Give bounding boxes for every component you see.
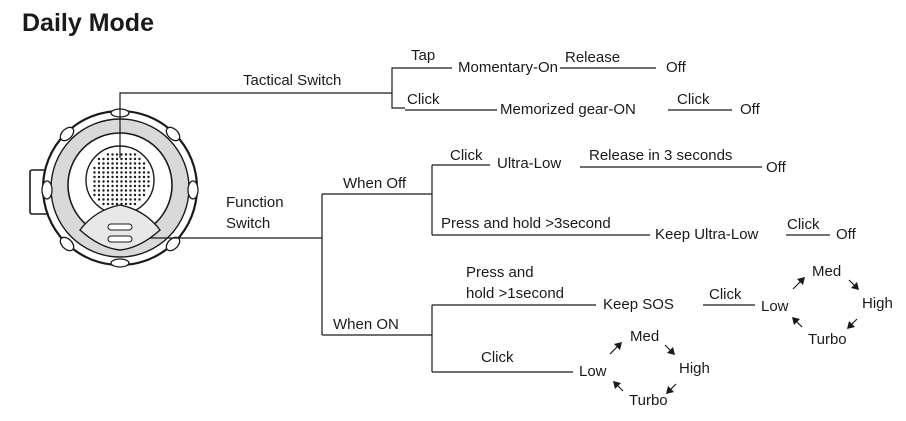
cycle-a-turbo: Turbo <box>808 331 847 348</box>
release-label: Release <box>565 49 620 66</box>
press-hold-1s-line2: hold >1second <box>466 285 564 302</box>
mode-cycle-click: Low Med High Turbo <box>579 328 710 409</box>
keep-ultra-low-label: Keep Ultra-Low <box>655 226 759 243</box>
press-hold-3s-label: Press and hold >3second <box>441 215 611 232</box>
cycle-a-med: Med <box>812 263 841 280</box>
off-label-3: Off <box>766 159 787 176</box>
when-off-label: When Off <box>343 175 407 192</box>
tactical-switch-label: Tactical Switch <box>243 72 341 89</box>
release-3s-label: Release in 3 seconds <box>589 147 732 164</box>
cycle-a-low: Low <box>761 298 789 315</box>
click-label-when-off: Click <box>450 147 483 164</box>
click-label-memorized: Click <box>677 91 710 108</box>
mode-cycle-sos: Low Med High Turbo <box>761 263 893 348</box>
click-label-when-on: Click <box>481 349 514 366</box>
off-label-1: Off <box>666 59 687 76</box>
ultra-low-label: Ultra-Low <box>497 155 561 172</box>
cycle-b-arrows <box>609 342 677 394</box>
cycle-a-high: High <box>862 295 893 312</box>
tactical-switch-branch: Tactical Switch Tap Momentary-On Release… <box>119 47 761 158</box>
page-title: Daily Mode <box>22 9 154 37</box>
memorized-gear-label: Memorized gear-ON <box>500 101 636 118</box>
cycle-a-arrows <box>792 277 859 329</box>
cycle-b-high: High <box>679 360 710 377</box>
tap-label: Tap <box>411 47 435 64</box>
function-label-line1: Function <box>226 194 284 211</box>
cycle-b-turbo: Turbo <box>629 392 668 409</box>
function-label-line2: Switch <box>226 215 270 232</box>
off-label-2: Off <box>740 101 761 118</box>
cycle-b-med: Med <box>630 328 659 345</box>
press-hold-1s-line1: Press and <box>466 264 534 281</box>
when-on-label: When ON <box>333 316 399 333</box>
click-label-sos: Click <box>709 286 742 303</box>
function-switch-branch: Function Switch When Off When ON Click U… <box>150 147 857 373</box>
off-label-4: Off <box>836 226 857 243</box>
keep-sos-label: Keep SOS <box>603 296 674 313</box>
click-label-keep: Click <box>787 216 820 233</box>
momentary-on-label: Momentary-On <box>458 59 558 76</box>
cycle-b-low: Low <box>579 363 607 380</box>
flashlight-tailcap-icon <box>29 108 199 268</box>
click-label-tactical: Click <box>407 91 440 108</box>
